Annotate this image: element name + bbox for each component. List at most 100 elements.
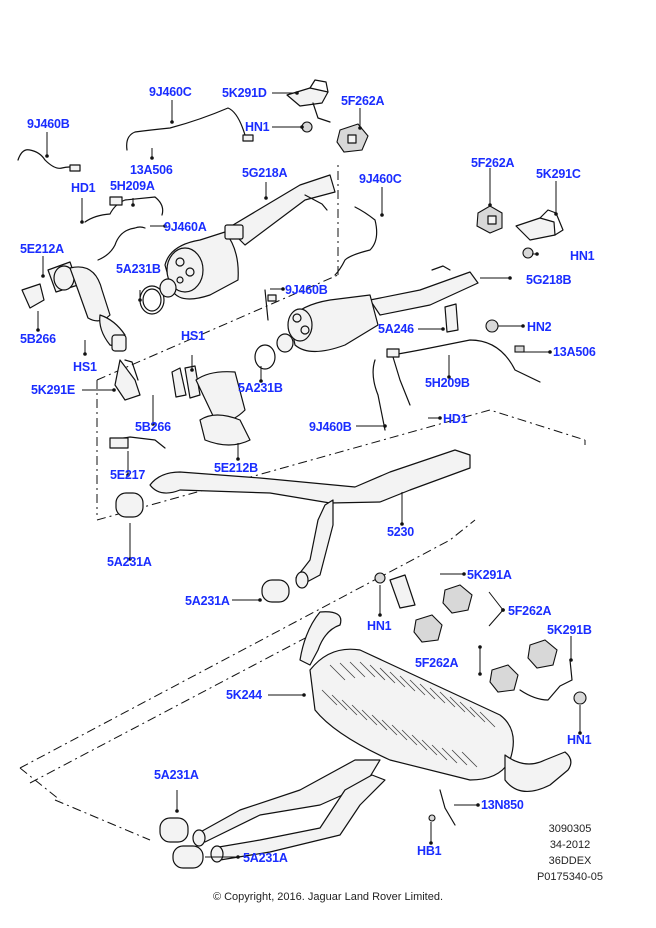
- harness-5h209a: [84, 196, 164, 223]
- leader-dot: [259, 379, 263, 383]
- callout-5k244: 5K244: [226, 688, 262, 702]
- callout-9j460b-mid: 9J460B: [285, 283, 328, 297]
- nut-hn1-rear-right: [573, 691, 587, 705]
- leader-dot: [478, 645, 482, 649]
- leader-dot: [358, 126, 362, 130]
- callout-5230: 5230: [387, 525, 415, 539]
- clamp-5a231a-1: [115, 492, 144, 518]
- leader-dot: [447, 375, 451, 379]
- leader-dot: [569, 658, 573, 662]
- callout-hn1-right: HN1: [570, 249, 595, 263]
- oxygen-sensor-9j460b-right: [372, 359, 386, 431]
- leader-dot: [131, 203, 135, 207]
- callout-hs1-mid: HS1: [181, 329, 205, 343]
- callout-9j460a: 9J460A: [164, 220, 207, 234]
- leader-dot: [36, 328, 40, 332]
- clamp-5a231b-lower: [254, 344, 276, 370]
- rear-muffler-5k244: [299, 611, 572, 792]
- leader-dot: [236, 855, 240, 859]
- bracket-5k291b: [519, 659, 573, 701]
- leader-dot: [163, 224, 167, 228]
- callout-hb1: HB1: [417, 844, 442, 858]
- callout-9j460c-top: 9J460C: [149, 85, 192, 99]
- callout-5a231a-1: 5A231A: [107, 555, 152, 569]
- leader-dot: [535, 252, 539, 256]
- leader-dot: [429, 841, 433, 845]
- callout-5g218a: 5G218A: [242, 166, 288, 180]
- nut-hn1-rear-left: [374, 572, 386, 584]
- leader-dot: [380, 213, 384, 217]
- catalytic-converter-5e212b: [171, 365, 251, 446]
- diesel-particulate-filter-left: [159, 231, 239, 300]
- callout-hn1-rear-right: HN1: [567, 733, 592, 747]
- callout-5k291e: 5K291E: [31, 383, 75, 397]
- leader-dot: [378, 613, 382, 617]
- callout-5e217: 5E217: [110, 468, 146, 482]
- callout-5b266-lower: 5B266: [135, 420, 171, 434]
- leader-dot: [126, 473, 130, 477]
- callout-hn2: HN2: [527, 320, 552, 334]
- oxygen-sensor-9j460c-top: [126, 107, 254, 151]
- callout-hd1-top: HD1: [71, 181, 96, 195]
- isolator-5f262a-top: [336, 123, 369, 153]
- leader-dot: [128, 557, 132, 561]
- bolt-hb1: [428, 814, 436, 822]
- leader-lines: [37, 92, 581, 858]
- bracket-5e217: [109, 436, 166, 449]
- leader-dot: [383, 424, 387, 428]
- callout-5f262a-top: 5F262A: [341, 94, 385, 108]
- muffler-ribs: [321, 661, 496, 768]
- callout-5a231a-2: 5A231A: [185, 594, 230, 608]
- leader-dot: [478, 672, 482, 676]
- reference-block: 3090305 34-2012 36DDEX P0175340-05: [525, 824, 615, 883]
- intermediate-pipe-5230: [149, 449, 471, 589]
- callout-5e212b: 5E212B: [214, 461, 258, 475]
- isolator-5f262a-rear-4: [489, 664, 519, 693]
- isolator-5f262a-rear-1: [442, 584, 473, 614]
- callout-5f262a-rear-lower: 5F262A: [415, 656, 459, 670]
- isolator-5f262a-rear-3: [527, 639, 558, 669]
- callout-5f262a-rear-upper: 5F262A: [508, 604, 552, 618]
- oxygen-sensor-9j460a: [97, 226, 146, 261]
- reference-line-1: 3090305: [548, 823, 592, 835]
- leader-dot: [175, 809, 179, 813]
- connector-13a506-right: [514, 345, 525, 353]
- leader-dot: [112, 388, 116, 392]
- leader-dot: [441, 327, 445, 331]
- tailpipe-twin: [192, 759, 386, 863]
- copyright-notice: © Copyright, 2016. Jaguar Land Rover Lim…: [212, 891, 444, 903]
- leader-dot: [578, 731, 582, 735]
- reference-line-3: 36DDEX: [548, 855, 592, 867]
- catalytic-converter-5e212a: [21, 261, 127, 352]
- callout-hs1-left: HS1: [73, 360, 97, 374]
- leader-dot: [150, 156, 154, 160]
- callout-13n850: 13N850: [481, 798, 524, 812]
- callout-13a506-right: 13A506: [553, 345, 596, 359]
- leader-dot: [400, 522, 404, 526]
- callout-13a506-top: 13A506: [130, 163, 173, 177]
- callout-5e212a: 5E212A: [20, 242, 64, 256]
- clamp-5a231a-2: [261, 579, 290, 603]
- callout-5k291a: 5K291A: [467, 568, 512, 582]
- callout-5k291c: 5K291C: [536, 167, 581, 181]
- leader-dot: [548, 350, 552, 354]
- isolator-5f262a-rear-2: [413, 614, 443, 643]
- front-pipe-5g218a: [224, 174, 336, 246]
- leader-dot: [236, 457, 240, 461]
- diesel-particulate-filter-right: [276, 294, 379, 353]
- leader-dot: [295, 91, 299, 95]
- callout-hd1-lower: HD1: [443, 412, 468, 426]
- bracket-5k291a: [390, 575, 416, 609]
- bracket-5k291c: [515, 209, 564, 241]
- leader-dot: [438, 416, 442, 420]
- bracket-13n850: [439, 789, 456, 826]
- bracket-5a246: [444, 303, 459, 333]
- callout-5f262a-right: 5F262A: [471, 156, 515, 170]
- callout-9j460b-lower: 9J460B: [309, 420, 352, 434]
- callout-5g218b: 5G218B: [526, 273, 572, 287]
- leader-dot: [151, 422, 155, 426]
- harness-5h209b: [386, 339, 541, 406]
- reference-line-2: 34-2012: [549, 839, 591, 851]
- leader-dot: [521, 324, 525, 328]
